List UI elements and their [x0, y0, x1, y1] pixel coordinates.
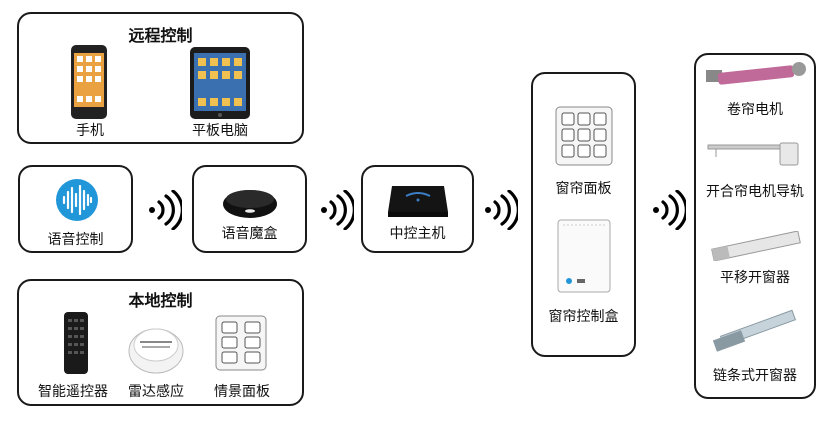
central-host-label: 中控主机 [389, 226, 446, 242]
remote-control-icon [64, 312, 88, 374]
output-label-2: 平移开窗器 [720, 270, 790, 286]
curtain-devices-group: 窗帘面板 窗帘控制盒 [531, 72, 636, 357]
voice-box-node: 语音魔盒 [192, 165, 307, 253]
output-label-0: 卷帘电机 [727, 102, 783, 118]
phone-label: 手机 [76, 123, 104, 139]
chain-opener-icon [712, 309, 797, 352]
curtain-panel-label: 窗帘面板 [555, 181, 612, 197]
wifi-signal-icon [321, 190, 354, 230]
output-label-1: 开合帘电机导轨 [706, 184, 804, 200]
output-label-3: 链条式开窗器 [713, 368, 797, 384]
voice-box-label: 语音魔盒 [221, 226, 278, 242]
local-control-group: 本地控制 智能遥控器 雷达感应 情景面板 [17, 279, 304, 406]
remote-control-title: 远程控制 [128, 26, 193, 45]
curtain-track-icon [707, 142, 799, 166]
roller-motor-icon [706, 62, 806, 85]
wifi-signal-icon [149, 190, 182, 230]
motor-outputs-group: 卷帘电机 开合帘电机导轨 平移开窗器 链条式开窗器 [694, 53, 816, 399]
curtain-box-icon [557, 219, 611, 293]
radar-label: 雷达感应 [128, 384, 184, 400]
wifi-signal-icon [485, 190, 518, 230]
voice-control-label: 语音控制 [47, 232, 104, 248]
local-control-title: 本地控制 [128, 291, 193, 310]
hub-icon [388, 186, 448, 217]
sliding-opener-icon [711, 231, 801, 261]
sound-wave-icon [56, 179, 98, 221]
remote-control-group: 远程控制 手机 平板电脑 [17, 12, 304, 144]
smart-speaker-icon [223, 190, 277, 218]
voice-control-box: 语音控制 [18, 165, 133, 253]
tablet-icon [190, 47, 250, 119]
curtain-panel-icon [555, 106, 613, 166]
scene-panel-label: 情景面板 [214, 384, 270, 400]
scene-panel-icon [215, 315, 267, 371]
central-host-node: 中控主机 [361, 165, 474, 253]
wifi-signal-icon [653, 190, 686, 230]
curtain-box-label: 窗帘控制盒 [548, 309, 619, 325]
remote-ctrl-label: 智能遥控器 [38, 384, 108, 400]
tablet-label: 平板电脑 [192, 123, 248, 139]
radar-sensor-icon [128, 328, 184, 374]
phone-icon [71, 45, 107, 119]
